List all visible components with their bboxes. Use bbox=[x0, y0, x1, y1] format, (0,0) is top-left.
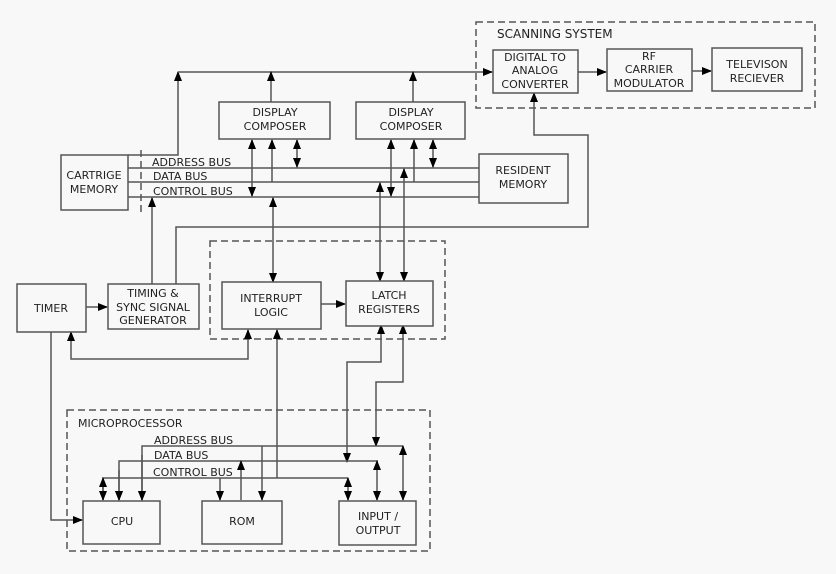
display-composer-1-block: DISPLAY COMPOSER bbox=[218, 101, 331, 140]
latch-to-micro-address-line bbox=[372, 324, 407, 447]
scanning-system-group bbox=[475, 21, 816, 109]
tv-label-line-1: TELEVISON bbox=[725, 58, 787, 71]
rf-modulator-block: RF CARRIER MODULATOR bbox=[606, 48, 693, 92]
rf-label-line-2: CARRIER bbox=[625, 63, 674, 76]
timer-to-cpu-line bbox=[50, 332, 83, 524]
micro-address-bus-label: ADDRESS BUS bbox=[154, 434, 233, 447]
io-label-line-2: OUTPUT bbox=[356, 524, 401, 537]
rf-label-line-3: MODULATOR bbox=[614, 77, 685, 90]
irq-timer-link bbox=[67, 329, 252, 360]
rf-label-line-1: RF bbox=[642, 50, 656, 63]
micro-control-bus-label: CONTROL BUS bbox=[153, 466, 233, 479]
timer-block: TIMER bbox=[16, 283, 87, 333]
input-output-block: INPUT / OUTPUT bbox=[338, 500, 417, 546]
microprocessor-group bbox=[66, 409, 431, 552]
irq-label-line-1: INTERRUPT bbox=[240, 292, 302, 305]
rom-block: ROM bbox=[201, 500, 283, 545]
latch-label-line-2: REGISTERS bbox=[358, 303, 420, 316]
io-label-line-1: INPUT / bbox=[358, 510, 398, 523]
dac-label-line-1: DIGITAL TO bbox=[504, 51, 566, 64]
scanning-system-label: SCANNING SYSTEM bbox=[497, 27, 613, 41]
latch-label-line-1: LATCH bbox=[371, 289, 406, 302]
display-composer-2-block: DISPLAY COMPOSER bbox=[355, 101, 466, 140]
cart-label-line-2: MEMORY bbox=[70, 183, 119, 196]
cpu-block: CPU bbox=[82, 500, 161, 545]
top-control-bus-label: CONTROL BUS bbox=[153, 185, 233, 198]
rom-label: ROM bbox=[229, 515, 255, 528]
dc1-label-line-2: COMPOSER bbox=[244, 120, 307, 133]
interrupt-latch-group bbox=[209, 240, 446, 340]
dc2-label-line-1: DISPLAY bbox=[388, 106, 433, 119]
cart-label-line-1: CARTRIGE bbox=[66, 169, 121, 182]
sync-generator-block: TIMING & SYNC SIGNAL GENERATOR bbox=[107, 283, 200, 330]
cartridge-memory-block: CARTRIGE MEMORY bbox=[60, 154, 129, 211]
dc2-label-line-2: COMPOSER bbox=[380, 120, 443, 133]
cart-to-video-line bbox=[128, 71, 182, 156]
interrupt-logic-block: INTERRUPT LOGIC bbox=[221, 281, 322, 330]
micro-control-bus-line bbox=[102, 477, 348, 500]
dc1-label-line-1: DISPLAY bbox=[252, 106, 297, 119]
timer-label: TIMER bbox=[33, 302, 68, 315]
tv-receiver-block: TELEVISON RECIEVER bbox=[711, 47, 803, 92]
tv-label-line-2: RECIEVER bbox=[730, 72, 785, 85]
cpu-label: CPU bbox=[111, 515, 133, 528]
top-data-bus-label: DATA BUS bbox=[153, 170, 207, 183]
res-label-line-1: RESIDENT bbox=[495, 164, 550, 177]
dac-label-line-2: ANALOG bbox=[512, 64, 558, 77]
resident-memory-block: RESIDENT MEMORY bbox=[478, 153, 569, 204]
micro-data-bus-label: DATA BUS bbox=[154, 449, 208, 462]
res-label-line-2: MEMORY bbox=[499, 178, 548, 191]
top-bus-lines bbox=[128, 167, 480, 198]
dac-block: DIGITAL TO ANALOG CONVERTER bbox=[492, 49, 579, 94]
latch-registers-block: LATCH REGISTERS bbox=[345, 280, 434, 327]
micro-bus-lines bbox=[102, 445, 403, 501]
sync-label-line-1: TIMING & bbox=[126, 287, 179, 300]
top-address-bus-label: ADDRESS BUS bbox=[152, 156, 231, 169]
sync-label-line-3: GENERATOR bbox=[119, 314, 187, 327]
microprocessor-label: MICROPROCESSOR bbox=[78, 417, 183, 430]
sync-to-dac-line bbox=[175, 92, 589, 284]
dac-label-line-3: CONVERTER bbox=[501, 78, 569, 91]
irq-label-line-2: LOGIC bbox=[254, 306, 288, 319]
sync-label-line-2: SYNC SIGNAL bbox=[116, 301, 191, 314]
